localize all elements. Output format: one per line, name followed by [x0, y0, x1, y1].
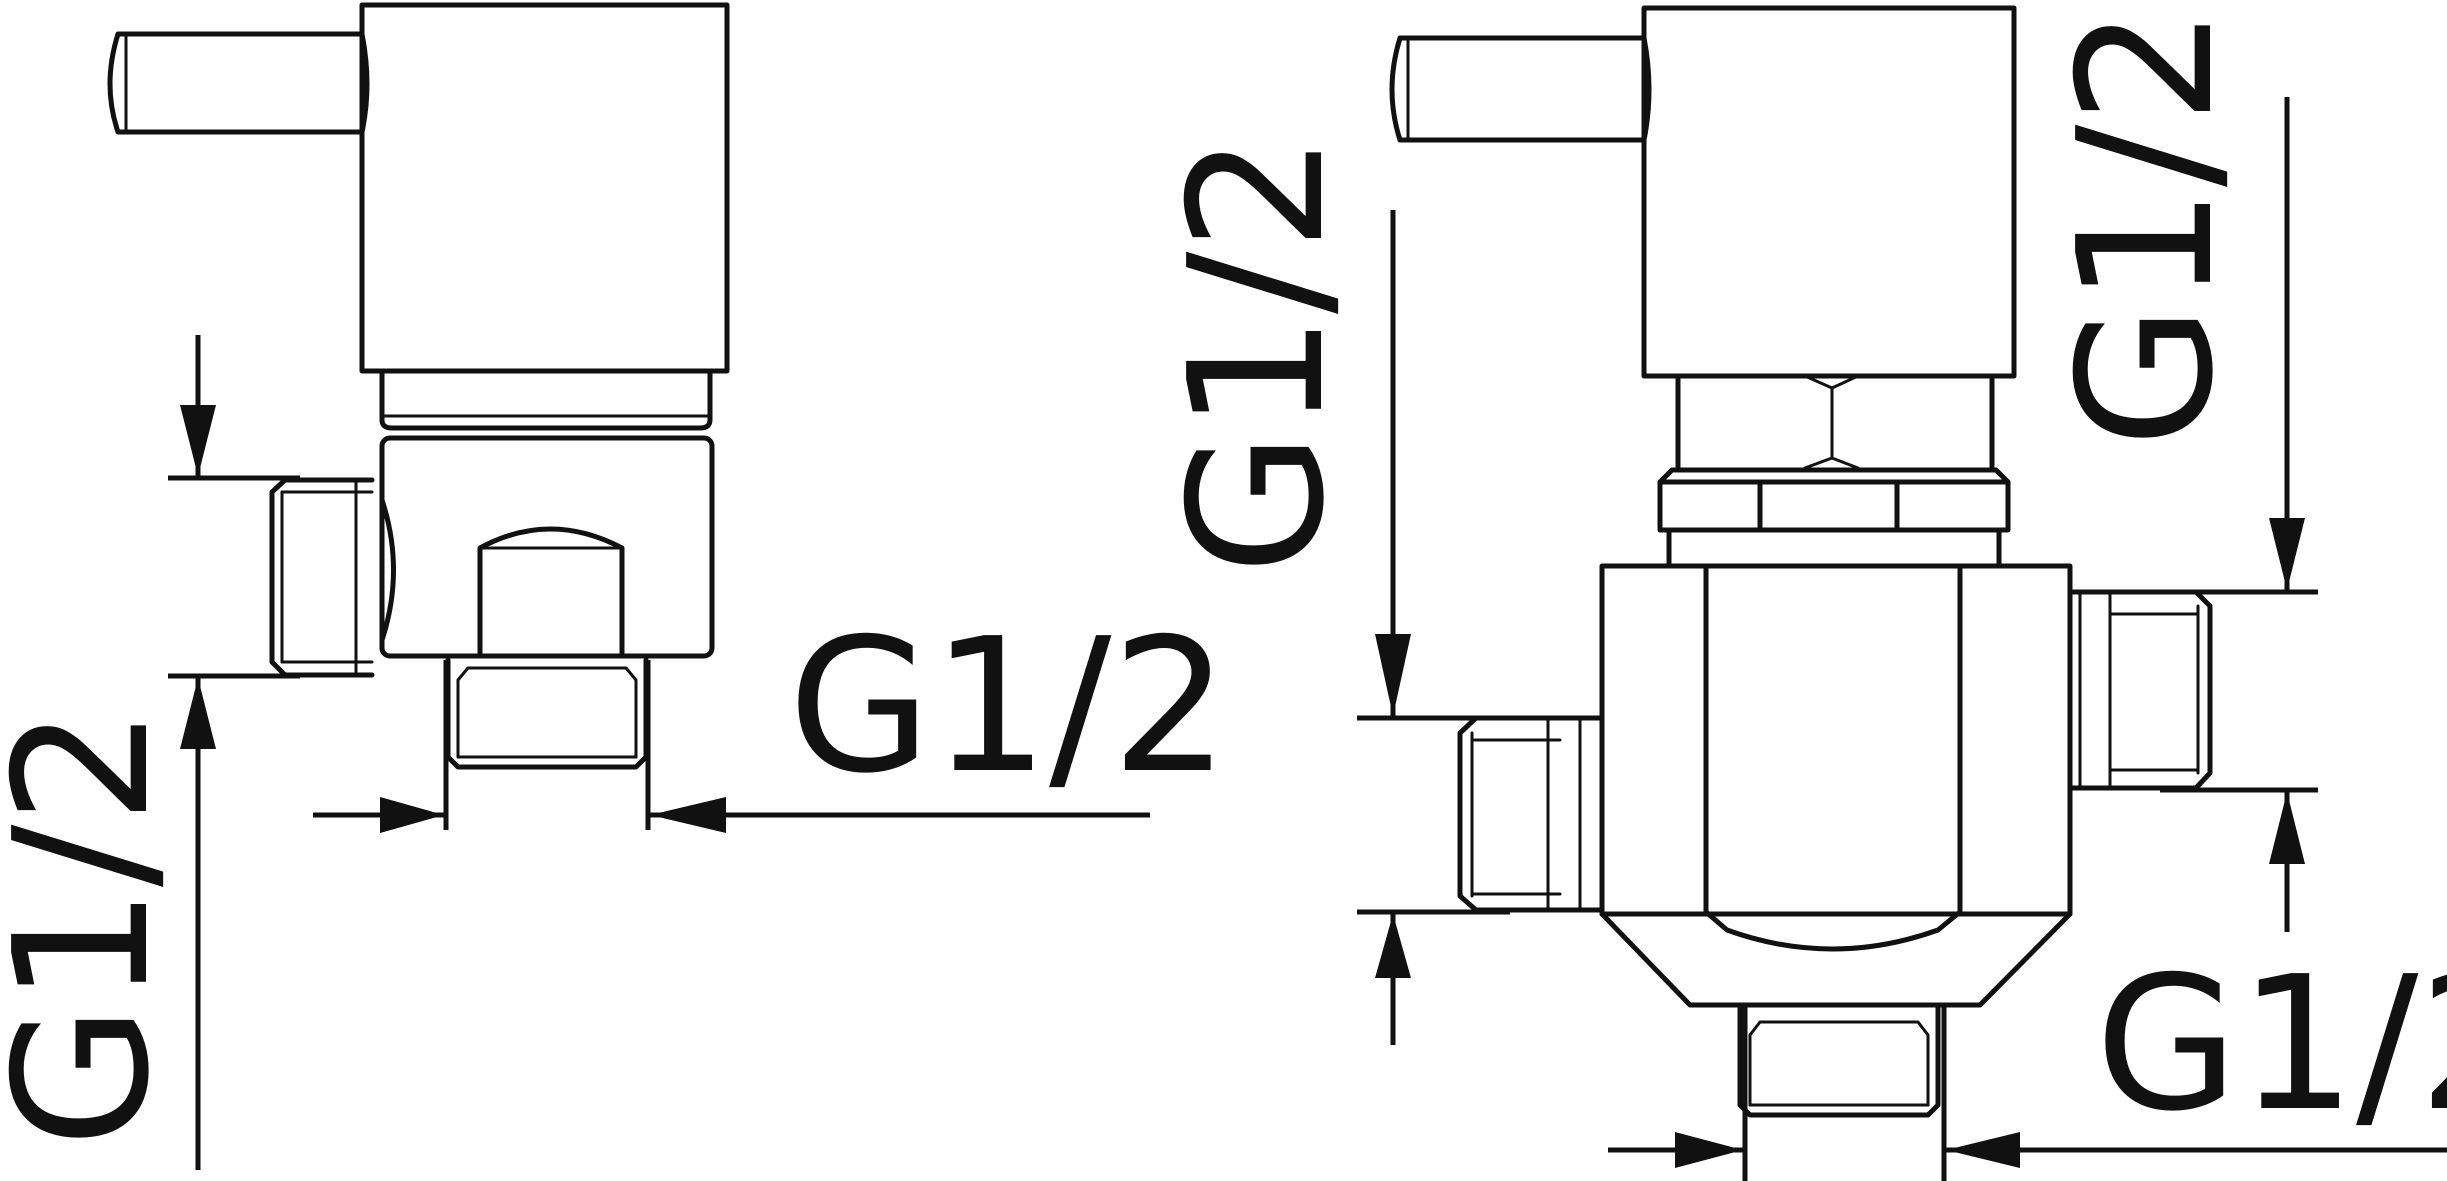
valve-body [1389, 5, 2213, 1118]
dim-label-right-horizontal: G1/2 [2095, 936, 2447, 1152]
dim-label-right-right-vertical: G1/2 [2038, 7, 2254, 448]
dim-side-inlet: G1/2 [0, 335, 300, 1170]
dim-right-bottom-outlet: G1/2 [1608, 936, 2447, 1181]
dim-right-outlet: G1/2 [2038, 7, 2318, 932]
dim-left-inlet: G1/2 [1149, 134, 1510, 1045]
dim-label-right-left-vertical: G1/2 [1149, 134, 1365, 575]
dim-label-left-horizontal: G1/2 [788, 598, 1229, 814]
left-view: G1/2 G1/2 [0, 2, 1229, 1170]
dim-bottom-outlet: G1/2 [313, 598, 1229, 833]
dim-label-left-vertical: G1/2 [0, 707, 190, 1148]
valve-body [107, 2, 730, 770]
right-view: G1/2 G1/2 G1/2 [1149, 5, 2447, 1181]
